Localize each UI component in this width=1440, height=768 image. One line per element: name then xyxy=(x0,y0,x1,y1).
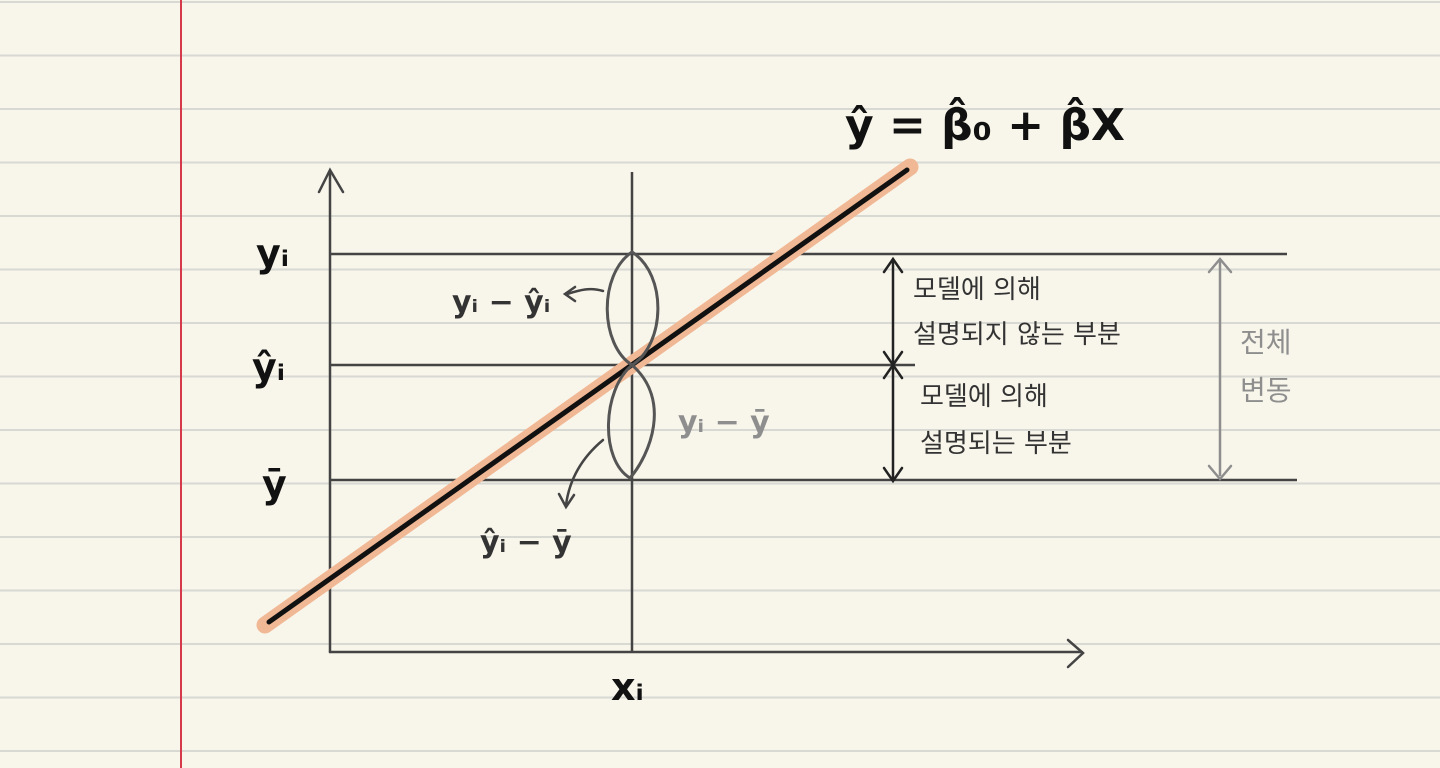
label-total-line1: 전체 xyxy=(1240,326,1292,359)
label-explained-line1: 모델에 의해 xyxy=(920,382,1048,412)
explained-pointer-arrow xyxy=(557,438,605,510)
label-explained-deviation: ŷᵢ − ȳ xyxy=(480,525,572,560)
explained-range-arrow xyxy=(882,362,904,484)
notebook-rule-lines xyxy=(0,1,1440,752)
label-x-i: xᵢ xyxy=(611,665,644,709)
label-explained-line2: 설명되는 부분 xyxy=(920,429,1072,459)
residual-pointer-arrow xyxy=(562,285,605,303)
label-total-deviation: yᵢ − ȳ xyxy=(678,405,770,440)
label-unexplained-line2: 설명되지 않는 부분 xyxy=(913,320,1121,350)
label-residual: yᵢ − ŷᵢ xyxy=(452,285,550,320)
label-y-i: yᵢ xyxy=(256,231,289,275)
regression-line xyxy=(266,167,910,625)
x-axis xyxy=(328,638,1085,669)
unexplained-range-arrow xyxy=(882,256,904,368)
label-y-hat-i: ŷᵢ xyxy=(252,345,285,389)
regression-equation: ŷ = β̂₀ + β̂X xyxy=(845,96,1125,151)
label-unexplained-line1: 모델에 의해 xyxy=(913,275,1041,305)
total-range-arrow xyxy=(1207,257,1233,481)
x-axis-arrowhead xyxy=(1066,638,1085,669)
label-y-bar: ȳ xyxy=(262,462,287,506)
explained-brace xyxy=(607,363,656,480)
y-axis-arrowhead xyxy=(317,167,345,194)
label-total-line2: 변동 xyxy=(1240,374,1292,407)
